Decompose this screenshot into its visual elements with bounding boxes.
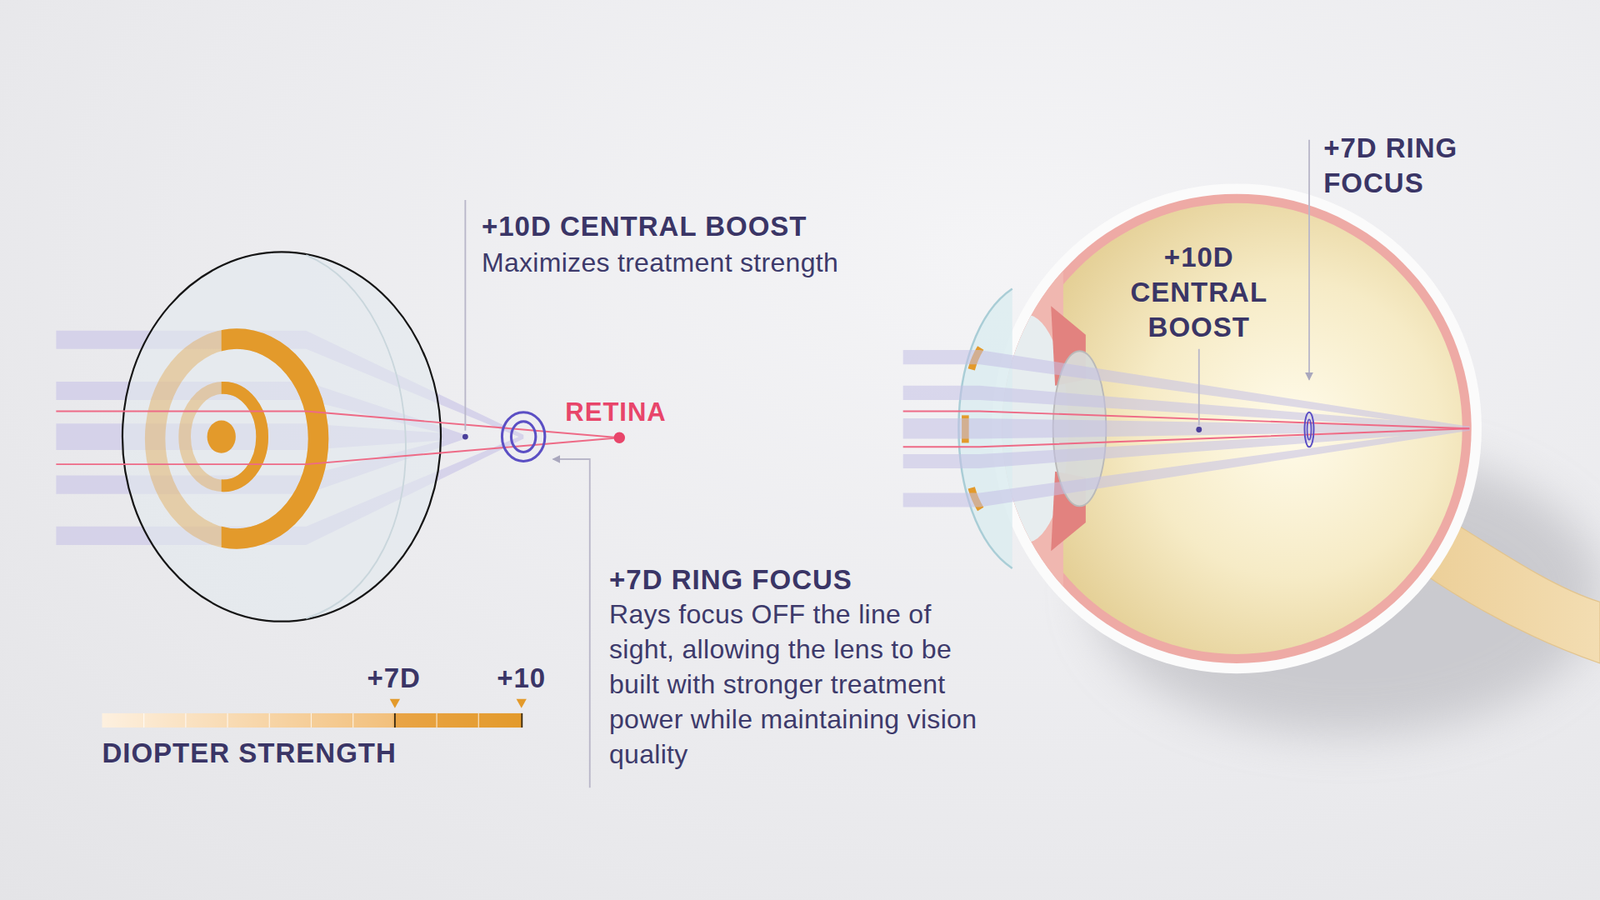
- contact-lens: [122, 251, 441, 621]
- diopter-bar: [101, 713, 522, 728]
- scale-title: DIOPTER STRENGTH: [101, 735, 396, 771]
- diopter-tick-10d: [520, 713, 523, 728]
- scale-value: +7D: [366, 660, 420, 696]
- red-ray: [903, 410, 1470, 429]
- callout-body: Maximizes treatment strength: [481, 245, 839, 280]
- eye-callout: +7D RING FOCUS: [1323, 130, 1490, 201]
- diopter-tick-7d: [394, 713, 396, 728]
- scale-marker: [516, 699, 527, 709]
- callout-body: Rays focus OFF the line of sight, allowi…: [609, 596, 1001, 772]
- ring-focus-symbol: [510, 421, 535, 453]
- middle-ring: [221, 387, 263, 486]
- scale-value: +10: [496, 660, 546, 696]
- leader-arrow: [1308, 140, 1310, 380]
- ring-focus-symbol: [1307, 419, 1312, 440]
- center-zone: [207, 420, 236, 453]
- diopter-ticks: [144, 713, 480, 728]
- leader-line: [1198, 349, 1200, 426]
- light-rays-eye: [903, 350, 1470, 508]
- treatment-rings-front: [221, 339, 319, 540]
- outer-ring: [155, 339, 319, 540]
- treatment-rings-back: [155, 339, 319, 540]
- distance-rays: [55, 410, 620, 465]
- leader-line: [464, 200, 466, 431]
- distance-rays-eye: [903, 410, 1470, 447]
- retina-dot: [614, 432, 625, 444]
- scale-marker: [390, 699, 400, 709]
- ring-focus-symbol: [501, 412, 545, 462]
- ray-band: [903, 426, 1470, 508]
- callout-heading: +10D CENTRAL BOOST: [481, 209, 808, 245]
- ring-focus-symbol: [1305, 412, 1315, 448]
- central-focus-dot: [1195, 426, 1202, 433]
- leader-arrow: [553, 459, 590, 788]
- red-ray: [903, 428, 1470, 447]
- outer-ring: [221, 339, 319, 540]
- eye-callout: +10D CENTRAL BOOST: [1115, 240, 1283, 345]
- central-focus-dot: [462, 434, 469, 440]
- middle-ring: [185, 387, 263, 486]
- ray-band: [903, 426, 1470, 469]
- callout-heading: +7D RING FOCUS: [609, 562, 853, 598]
- retina-label: RETINA: [565, 395, 666, 430]
